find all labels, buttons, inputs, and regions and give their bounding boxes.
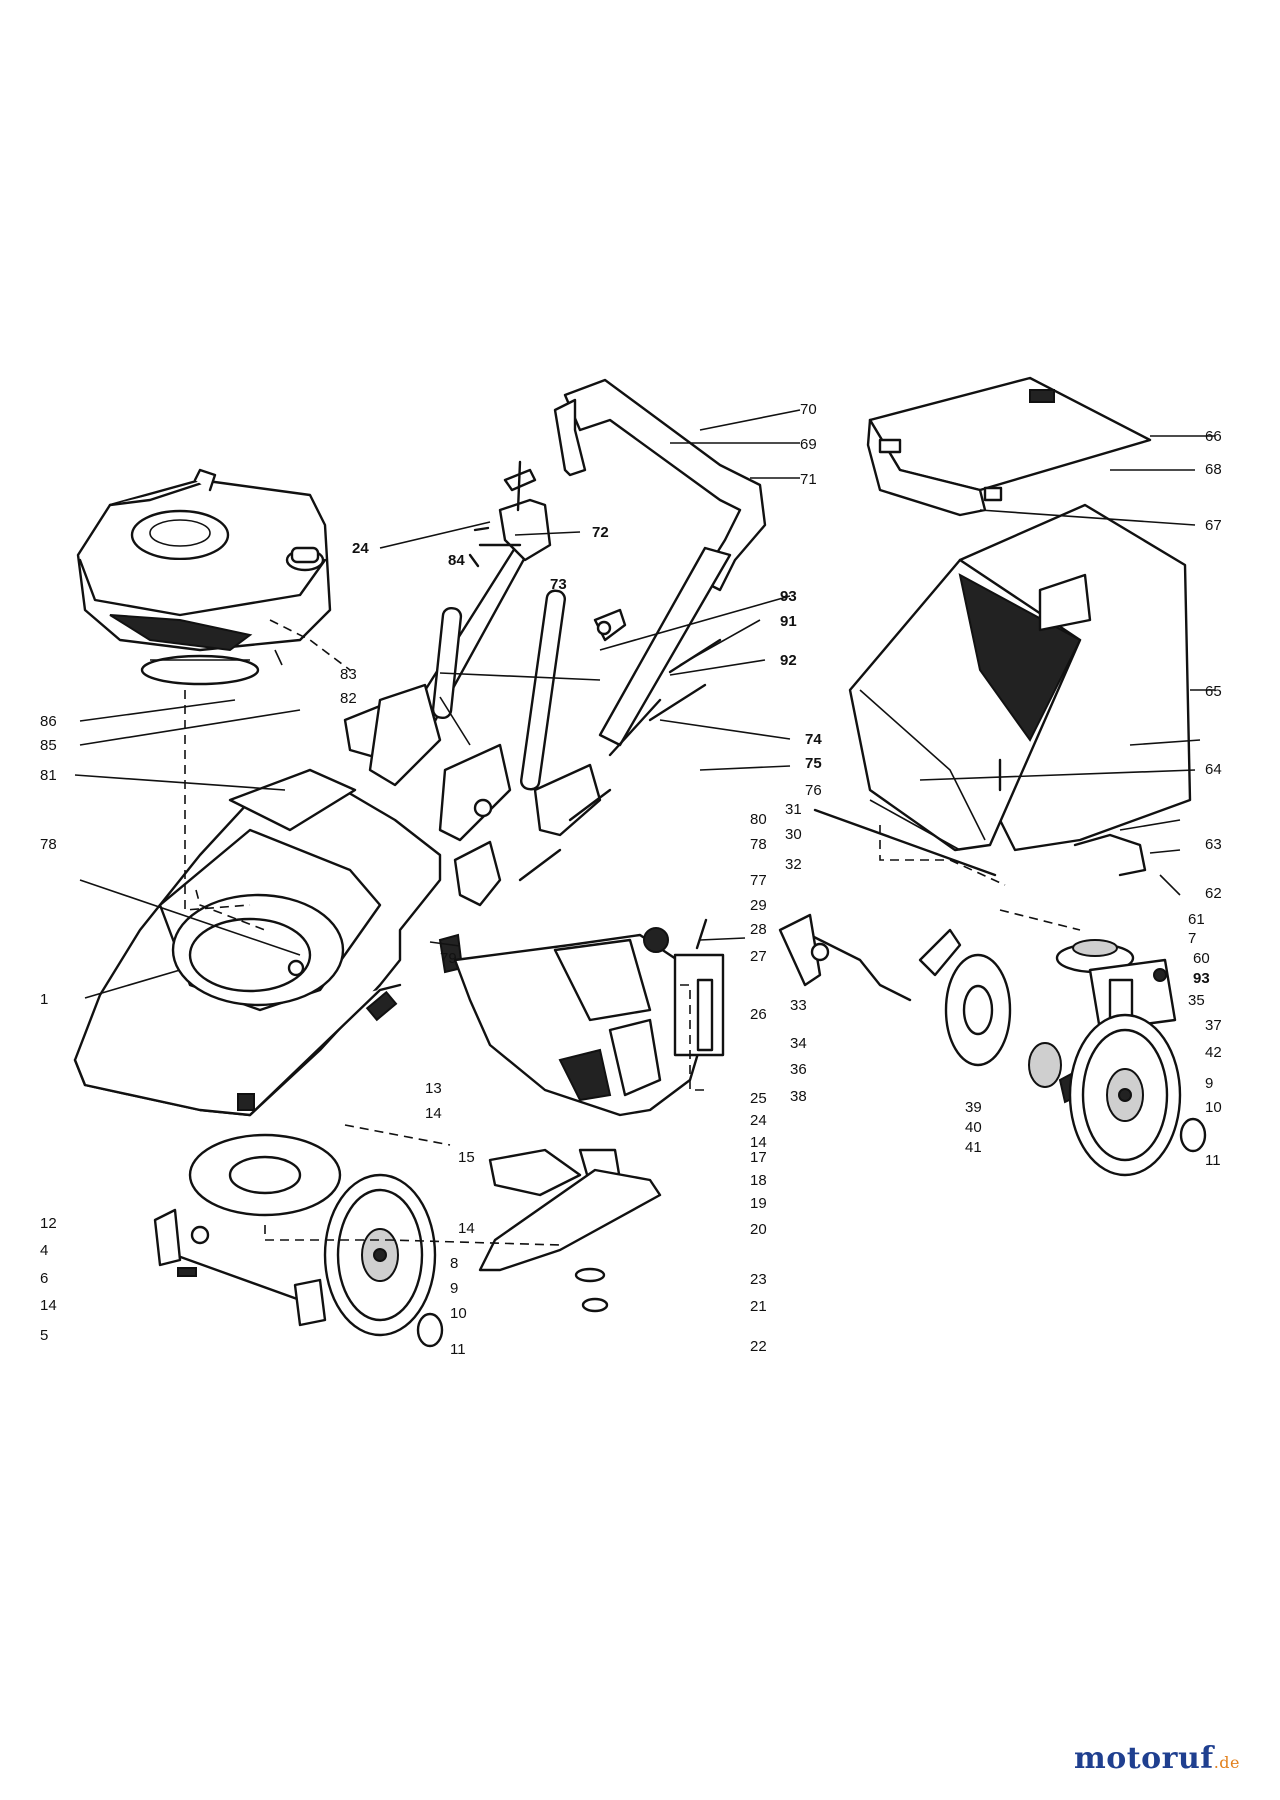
watermark-name: motoruf xyxy=(1074,1741,1214,1776)
part-label: 5 xyxy=(40,1327,48,1344)
part-label: 73 xyxy=(550,576,567,593)
part-label: 67 xyxy=(1205,517,1222,534)
part-label: 20 xyxy=(750,1221,767,1238)
part-label: 17 xyxy=(750,1149,767,1166)
part-label: 93 xyxy=(1193,970,1210,987)
part-label: 64 xyxy=(1205,761,1222,778)
part-label: 19 xyxy=(750,1195,767,1212)
part-label: 7 xyxy=(1188,930,1196,947)
part-label: 68 xyxy=(1205,461,1222,478)
part-label: 77 xyxy=(750,872,767,889)
part-label: 26 xyxy=(750,1006,767,1023)
part-label: 76 xyxy=(805,782,822,799)
part-label: 71 xyxy=(800,471,817,488)
part-label: 31 xyxy=(785,801,802,818)
part-label: 74 xyxy=(805,731,822,748)
part-label: 42 xyxy=(1205,1044,1222,1061)
part-label: 63 xyxy=(1205,836,1222,853)
part-label: 60 xyxy=(1193,950,1210,967)
part-label: 14 xyxy=(750,1134,767,1151)
part-label: 33 xyxy=(790,997,807,1014)
part-label: 10 xyxy=(1205,1099,1222,1116)
part-label: 13 xyxy=(425,1080,442,1097)
part-label: 40 xyxy=(965,1119,982,1136)
hubcaps xyxy=(416,1117,1207,1348)
rear-chassis xyxy=(453,918,725,1117)
part-label: 1 xyxy=(40,991,48,1008)
part-label: 22 xyxy=(750,1338,767,1355)
part-label: 93 xyxy=(780,588,797,605)
part-label: 39 xyxy=(965,1099,982,1116)
part-label: 29 xyxy=(750,897,767,914)
part-label: 37 xyxy=(1205,1017,1222,1034)
part-label: 41 xyxy=(965,1139,982,1156)
part-label: 78 xyxy=(750,836,767,853)
engine xyxy=(76,468,332,686)
part-label: 83 xyxy=(340,666,357,683)
part-label: 80 xyxy=(750,811,767,828)
rear-axle-assembly xyxy=(778,758,1082,1104)
part-label: 24 xyxy=(352,540,369,557)
part-label: 79 xyxy=(440,950,457,967)
part-label: 72 xyxy=(592,524,609,541)
part-label: 92 xyxy=(780,652,797,669)
part-label: 24 xyxy=(750,1112,767,1129)
part-label: 14 xyxy=(425,1105,442,1122)
front-wheel xyxy=(323,1173,437,1337)
part-label: 81 xyxy=(40,767,57,784)
part-label: 15 xyxy=(458,1149,475,1166)
part-label: 18 xyxy=(750,1172,767,1189)
part-label: 21 xyxy=(750,1298,767,1315)
part-label: 35 xyxy=(1188,992,1205,1009)
part-label: 85 xyxy=(40,737,57,754)
part-label: 28 xyxy=(750,921,767,938)
part-label: 70 xyxy=(800,401,817,418)
part-label: 11 xyxy=(1205,1152,1221,1169)
part-label: 9 xyxy=(450,1280,458,1297)
watermark-suffix: .de xyxy=(1213,1753,1240,1772)
part-label: 27 xyxy=(750,948,767,965)
part-label: 61 xyxy=(1188,911,1205,928)
part-label: 78 xyxy=(40,836,57,853)
part-label: 66 xyxy=(1205,428,1222,445)
mower-deck xyxy=(73,768,442,1117)
part-label: 38 xyxy=(790,1088,807,1105)
part-label: 11 xyxy=(450,1341,466,1358)
part-label: 75 xyxy=(805,755,822,772)
rear-wheel xyxy=(1068,1013,1182,1177)
part-label: 12 xyxy=(40,1215,57,1232)
part-label: 36 xyxy=(790,1061,807,1078)
part-label: 25 xyxy=(750,1090,767,1107)
blade-assembly xyxy=(188,1133,662,1313)
part-label: 62 xyxy=(1205,885,1222,902)
part-label: 10 xyxy=(450,1305,467,1322)
part-label: 30 xyxy=(785,826,802,843)
grass-catcher xyxy=(848,376,1192,1032)
assembly-guide-lines xyxy=(184,619,1081,1246)
part-label: 8 xyxy=(450,1255,458,1272)
part-label: 84 xyxy=(448,552,465,569)
part-label: 6 xyxy=(40,1270,48,1287)
part-labels: 70 69 71 66 68 67 72 24 84 73 93 91 92 6… xyxy=(40,401,1222,1358)
leader-lines xyxy=(74,409,1215,999)
part-label: 65 xyxy=(1205,683,1222,700)
part-label: 82 xyxy=(340,690,357,707)
part-label: 14 xyxy=(458,1220,475,1237)
watermark-logo: motoruf.de xyxy=(1074,1741,1240,1776)
front-axle-assembly xyxy=(153,1208,327,1327)
part-label: 9 xyxy=(1205,1075,1213,1092)
handle-assembly xyxy=(343,378,767,974)
part-label: 23 xyxy=(750,1271,767,1288)
part-label: 32 xyxy=(785,856,802,873)
part-label: 4 xyxy=(40,1242,48,1259)
part-label: 86 xyxy=(40,713,57,730)
part-label: 91 xyxy=(780,613,797,630)
part-label: 34 xyxy=(790,1035,807,1052)
part-label: 14 xyxy=(40,1297,57,1314)
part-label: 69 xyxy=(800,436,817,453)
